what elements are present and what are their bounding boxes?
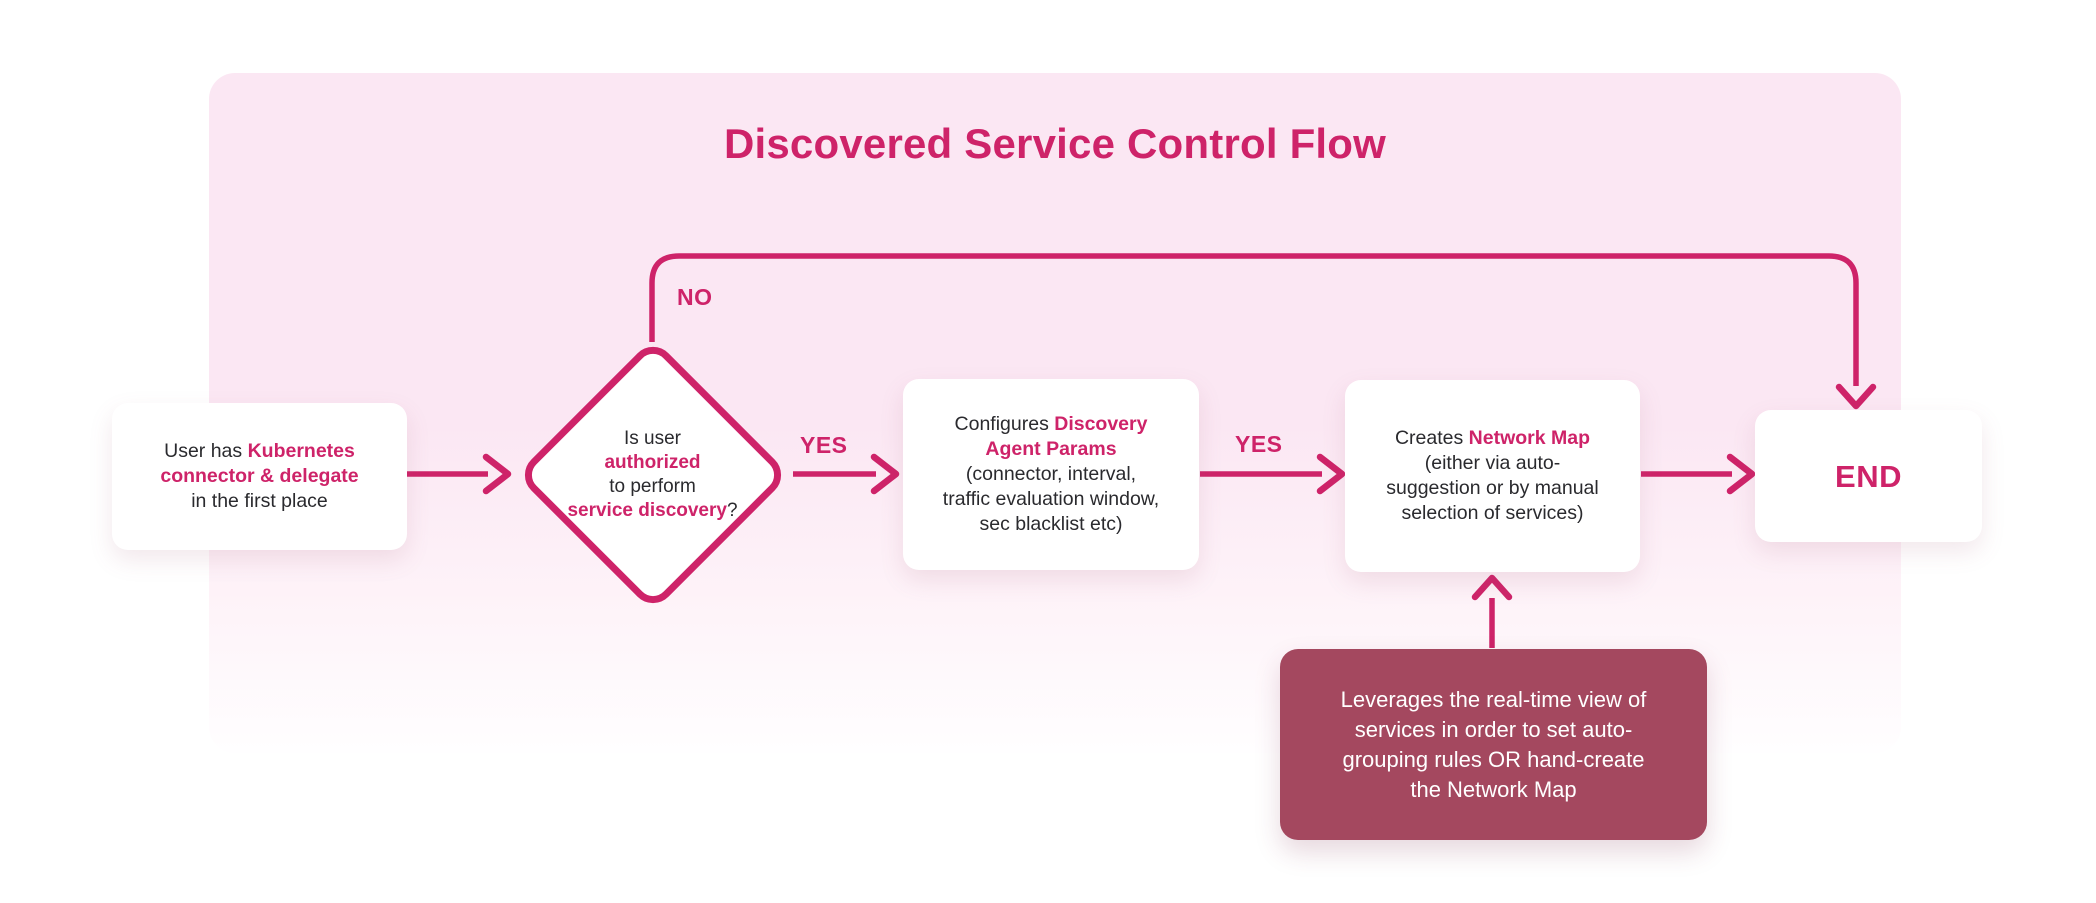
- diagram-title: Discovered Service Control Flow: [723, 120, 1387, 167]
- node-create-network-map: Creates Network Map(either via auto-sugg…: [1345, 380, 1640, 572]
- edge-label-yes-decision: YES: [800, 432, 848, 458]
- end-label: END: [1835, 458, 1902, 494]
- edge-label-no: NO: [677, 284, 713, 310]
- node-end: END: [1755, 410, 1982, 542]
- edge-label-yes-configure: YES: [1235, 431, 1283, 457]
